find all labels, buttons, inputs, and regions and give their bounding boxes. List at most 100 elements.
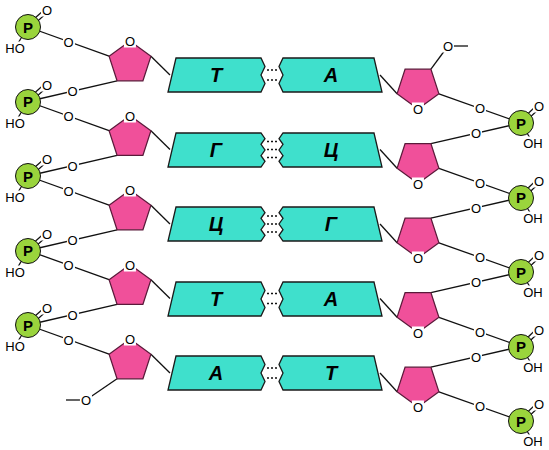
hydrogen-bond-line [267, 231, 277, 233]
atom-label: O [474, 251, 486, 264]
atom-label: HO [4, 340, 26, 353]
atom-label: HO [4, 42, 26, 55]
hydrogen-bond-line [267, 223, 277, 225]
phosphate-circle: P [15, 238, 41, 264]
base-letter: А [209, 362, 223, 384]
hydrogen-bond [267, 367, 277, 369]
atom-label: O [66, 85, 78, 98]
atom-label: O [533, 323, 545, 336]
phosphate-circle: P [15, 312, 41, 338]
bond-line [380, 75, 397, 94]
nucleotide-base: Ц [278, 132, 384, 168]
base-letter: Т [210, 288, 222, 310]
phosphate-circle: P [508, 110, 534, 136]
nucleotide-base: Т [278, 355, 384, 391]
atom-label: O [470, 201, 482, 214]
phosphate-letter: P [516, 265, 526, 280]
bond-line [380, 224, 397, 243]
atom-label: HO [4, 191, 26, 204]
atom-label: O [412, 401, 424, 414]
bond-line [380, 299, 397, 318]
atom-label: O [62, 333, 74, 346]
hydrogen-bond-line [267, 303, 277, 305]
hydrogen-bond [267, 69, 277, 71]
base-outline [279, 207, 382, 241]
base-outline [168, 133, 265, 167]
bond-line [452, 45, 468, 46]
nucleotide-base: Т [166, 281, 266, 317]
phosphate-circle: P [508, 185, 534, 211]
base-outline [279, 356, 382, 390]
base-letter: А [324, 64, 338, 86]
atom-label: O [412, 326, 424, 339]
nucleotide-base: Г [278, 206, 384, 242]
atom-label: O [41, 227, 53, 240]
atom-label: O [442, 40, 454, 53]
phosphate-letter: P [516, 190, 526, 205]
nucleotide-base: А [278, 57, 384, 93]
base-outline [279, 58, 382, 92]
base-outline [279, 282, 382, 316]
atom-label: O [66, 159, 78, 172]
phosphate-circle: P [15, 89, 41, 115]
phosphate-letter: P [23, 169, 33, 184]
atom-label: O [62, 35, 74, 48]
hydrogen-bond-line [267, 79, 277, 81]
atom-label: O [474, 102, 486, 115]
atom-label: O [124, 258, 136, 271]
hydrogen-bond [267, 215, 277, 217]
atom-label: O [41, 4, 53, 17]
atom-label: O [533, 100, 545, 113]
atom-label: OH [522, 211, 544, 224]
base-letter: Т [325, 362, 337, 384]
phosphate-circle: P [508, 408, 534, 434]
hydrogen-bond-line [267, 149, 277, 151]
hydrogen-bond [267, 141, 277, 143]
atom-label: O [474, 325, 486, 338]
base-outline [168, 207, 265, 241]
nucleotide-base: Ц [166, 206, 266, 242]
bond-line [151, 354, 170, 373]
atom-label: O [474, 400, 486, 413]
atom-label: HO [4, 265, 26, 278]
atom-label: O [533, 174, 545, 187]
atom-label: HO [4, 116, 26, 129]
phosphate-circle: P [15, 14, 41, 40]
hydrogen-bond-line [267, 157, 277, 159]
base-letter: Т [210, 64, 222, 86]
atom-label: O [41, 153, 53, 166]
nucleotide-base: Г [166, 132, 266, 168]
atom-label: O [124, 184, 136, 197]
atom-label: OH [522, 360, 544, 373]
atom-label: O [470, 127, 482, 140]
atom-label: OH [522, 137, 544, 150]
base-letter: А [324, 288, 338, 310]
base-letter: Г [325, 213, 337, 235]
nucleotide-base: А [166, 355, 266, 391]
base-outline [168, 282, 265, 316]
hydrogen-bond [267, 293, 277, 295]
atom-label: O [412, 177, 424, 190]
bond-line [151, 56, 170, 75]
bond-line [380, 150, 397, 169]
base-outline [168, 356, 265, 390]
atom-label: O [470, 276, 482, 289]
phosphate-letter: P [516, 116, 526, 131]
atom-label: O [62, 259, 74, 272]
base-letter: Г [210, 139, 222, 161]
bond-line [380, 373, 397, 392]
atom-label: O [533, 398, 545, 411]
phosphate-letter: P [516, 414, 526, 429]
phosphate-letter: P [23, 318, 33, 333]
atom-label: O [62, 184, 74, 197]
hydrogen-bond-line [267, 377, 277, 379]
base-letter: Ц [324, 139, 339, 161]
nucleotide-base: А [278, 281, 384, 317]
atom-label: O [412, 252, 424, 265]
atom-label: OH [522, 286, 544, 299]
bond-line [151, 131, 170, 150]
atom-label: O [41, 302, 53, 315]
